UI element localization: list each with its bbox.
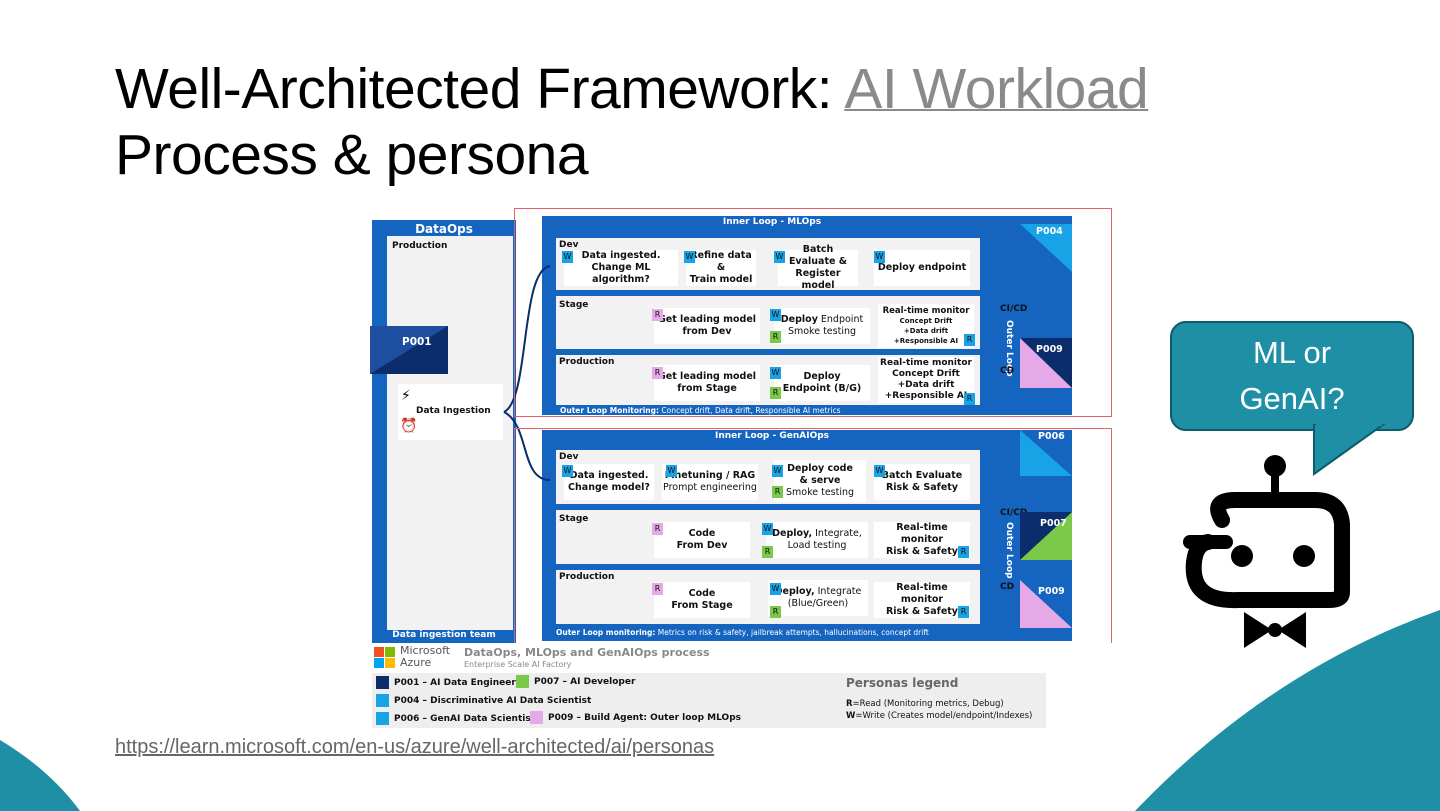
dataops-team-label: Data ingestion team <box>392 630 496 640</box>
genaiops-dev-step-1: Data ingested.Change model? <box>564 464 654 500</box>
corner-decoration-left <box>0 740 80 811</box>
mlops-panel: Inner Loop - MLOps Dev Data ingested.Cha… <box>542 216 1072 415</box>
alarm-clock-icon: ⏰ <box>400 418 418 434</box>
persona-p006-badge <box>1020 430 1072 476</box>
genaiops-stage-step-2: Deploy, Integrate,Load testing <box>766 522 868 558</box>
callout-line-2: GenAI? <box>1239 381 1345 416</box>
mlops-dev-step-3: Batch Evaluate &Register model <box>778 244 858 291</box>
persona-p001-label: P001 <box>402 336 432 348</box>
ingestion-connectors <box>503 265 551 481</box>
microsoft-logo <box>374 647 395 668</box>
dataops-header: DataOps <box>415 222 473 236</box>
title-link[interactable]: AI Workload <box>844 57 1149 121</box>
mlops-dev-step-2: Refine data &Train model <box>686 250 756 286</box>
speech-bubble: ML or GenAI? <box>1170 321 1414 431</box>
personas-legend: P001 – AI Data Engineer P007 – AI Develo… <box>372 673 1046 728</box>
data-ingestion-box: ⚡ Data Ingestion ⏰ <box>398 384 503 440</box>
mlops-header: Inner Loop - MLOps <box>722 217 822 227</box>
mlops-highlight <box>514 208 1112 417</box>
mlops-dev-step-1: Data ingested.Change ML algorithm? <box>564 250 678 286</box>
persona-p009-badge-bottom <box>1020 580 1072 628</box>
genaiops-monitoring-note: Outer Loop monitoring: Metrics on risk &… <box>556 628 929 637</box>
persona-p001-badge <box>370 326 448 374</box>
persona-p009-badge-top <box>1020 338 1072 388</box>
genaiops-panel: Inner Loop - GenAIOps Dev Data ingested.… <box>542 430 1072 641</box>
data-ingestion-label: Data Ingestion <box>416 406 491 416</box>
slide-title: Well-Architected Framework: AI Workload … <box>115 56 1149 188</box>
dataops-production-label: Production <box>392 241 448 251</box>
process-title: DataOps, MLOps and GenAIOps process <box>464 646 710 659</box>
persona-p004-badge <box>1020 224 1072 272</box>
mlops-dev-step-4: Deploy endpoint <box>874 250 970 286</box>
personas-docs-link[interactable]: https://learn.microsoft.com/en-us/azure/… <box>115 736 715 758</box>
callout-line-1: ML or <box>1252 335 1332 370</box>
process-subtitle: Enterprise Scale AI Factory <box>464 660 572 669</box>
genaiops-highlight <box>514 428 1112 654</box>
persona-p007-badge <box>1020 512 1072 560</box>
genaiops-header: Inner Loop - GenAIOps <box>714 431 830 441</box>
process-diagram: DataOps Production Data ingestion team P… <box>370 208 1114 730</box>
genaiops-dev-row: Dev Data ingested.Change model? Finetuni… <box>556 450 980 504</box>
mlops-monitoring-note: Outer Loop Monitoring: Concept drift, Da… <box>560 406 841 415</box>
robot-icon <box>1183 455 1350 648</box>
mlops-dev-row: Dev Data ingested.Change ML algorithm? R… <box>556 238 980 291</box>
speech-bubble-tail <box>1313 424 1386 476</box>
title-prefix: Well-Architected Framework: <box>115 57 845 121</box>
slide-subtitle: Process & persona <box>115 123 589 187</box>
lightning-icon: ⚡ <box>401 388 411 404</box>
corner-decoration-right <box>1135 610 1440 811</box>
genaiops-prod-step-2: Deploy, Integrate(Blue/Green) <box>768 580 868 616</box>
